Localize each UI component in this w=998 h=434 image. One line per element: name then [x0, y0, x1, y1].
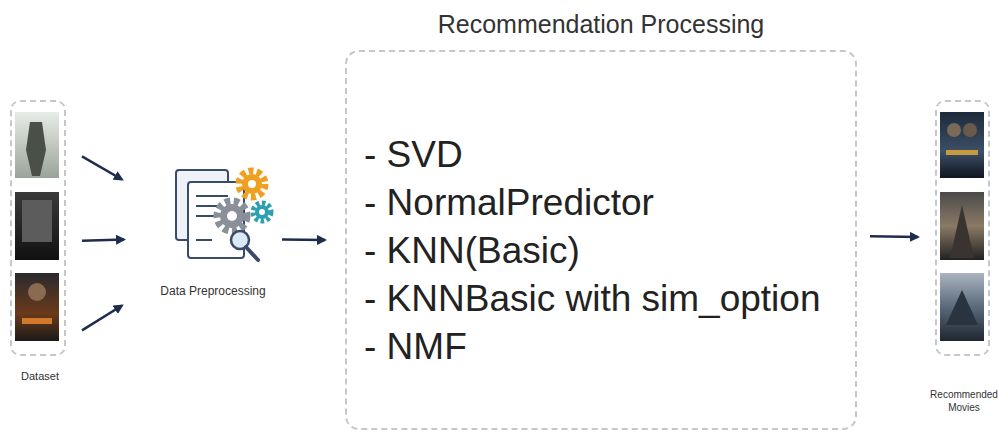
poster: [940, 273, 984, 341]
algorithm-item: - KNNBasic with sim_option: [364, 278, 820, 320]
flow-arrow: [82, 156, 122, 179]
recommended-posters: [940, 112, 984, 341]
flow-arrow: [82, 240, 124, 241]
flow-arrow: [82, 306, 122, 331]
poster-figure: [946, 290, 978, 325]
document-line: [196, 239, 212, 241]
poster-figure: [28, 283, 46, 301]
preprocessing-label: Data Preprocessing: [138, 284, 288, 298]
poster: [940, 192, 984, 260]
algorithm-item: - SVD: [364, 134, 463, 176]
dataset-box: Dataset: [10, 100, 66, 356]
gear-grey: [217, 201, 247, 231]
poster: [15, 112, 59, 178]
magnifier: [231, 231, 258, 260]
poster-figure: [947, 123, 961, 137]
gear-teal: [253, 203, 271, 221]
processing-box: Recommendation Processing- SVD- NormalPr…: [345, 50, 857, 430]
poster-figure: [963, 123, 977, 137]
poster-figure: [22, 200, 52, 242]
poster-figure: [22, 318, 52, 324]
algorithm-item: - NormalPredictor: [364, 182, 654, 224]
poster: [940, 112, 984, 178]
recommended-label: Recommended Movies: [929, 388, 998, 414]
poster-figure: [950, 205, 974, 258]
document-line: [196, 195, 228, 197]
algorithm-item: - KNN(Basic): [364, 230, 580, 272]
dataset-posters: [15, 112, 59, 341]
poster: [15, 273, 59, 341]
dataset-label: Dataset: [0, 370, 90, 382]
flow-arrow: [870, 235, 918, 238]
poster-figure: [946, 150, 978, 155]
poster-figure: [26, 122, 46, 176]
gear-orange: [239, 171, 265, 197]
document-line: [196, 215, 216, 217]
flow-arrow: [282, 238, 325, 241]
poster: [15, 192, 59, 260]
preprocessing-icon: [176, 170, 271, 260]
algorithm-item: - NMF: [364, 326, 467, 368]
recommended-box: Recommended Movies: [935, 100, 990, 356]
preprocessing-node: Data Preprocessing: [128, 160, 278, 310]
processing-title: Recommendation Processing: [347, 10, 855, 39]
